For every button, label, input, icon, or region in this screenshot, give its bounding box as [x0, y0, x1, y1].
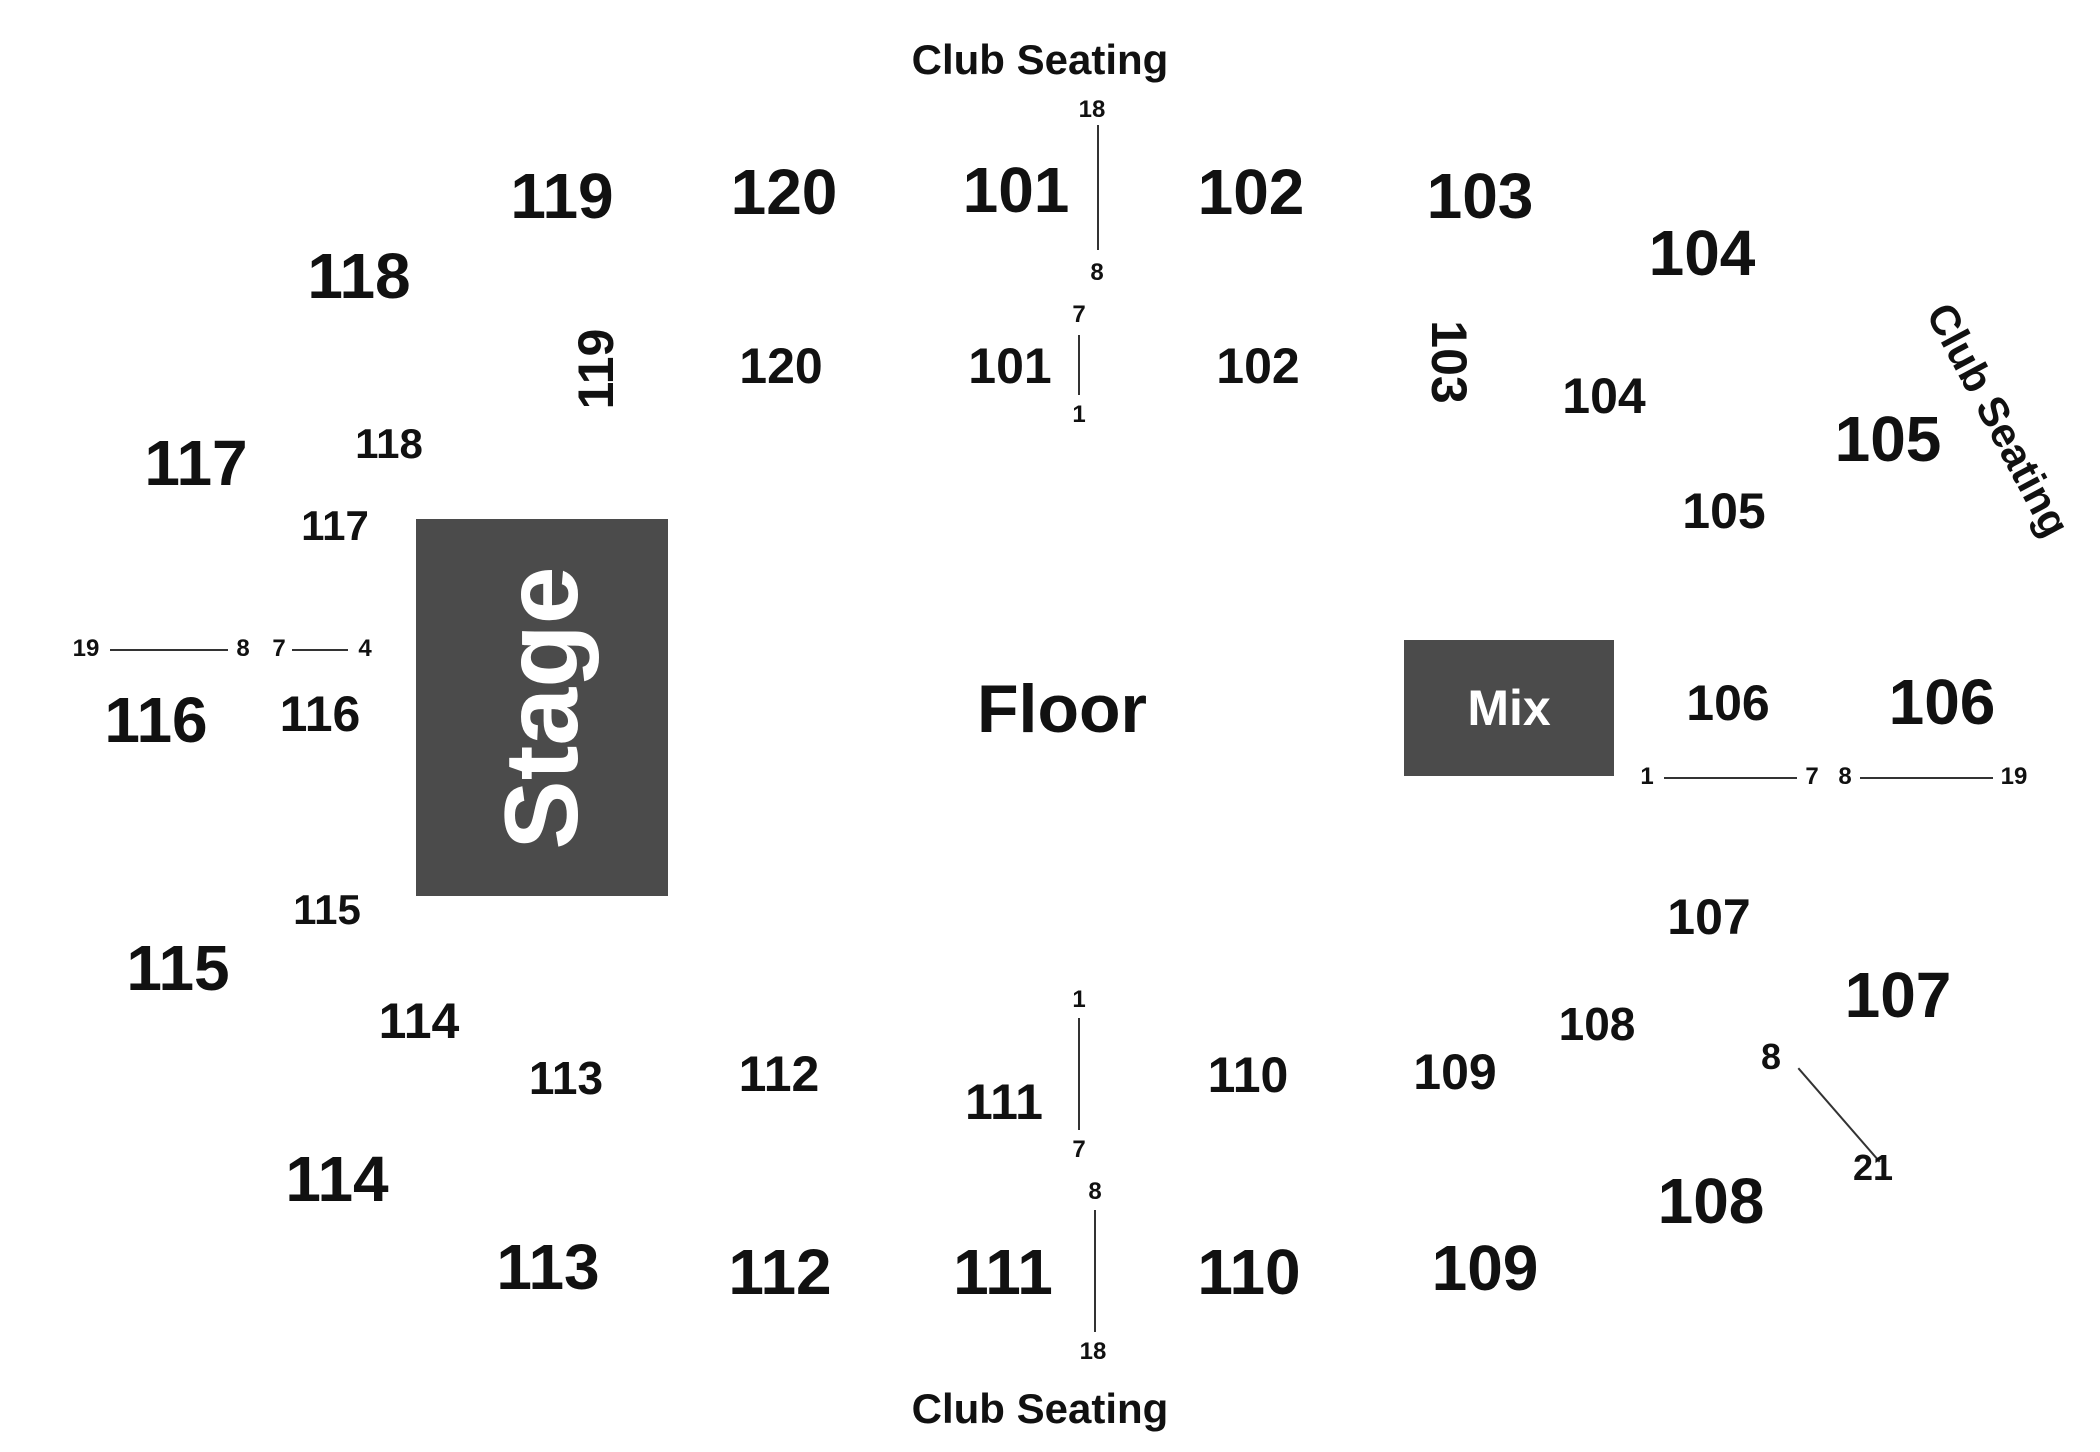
- club-seating-top-label[interactable]: Club Seating: [911, 36, 1169, 83]
- mix-position[interactable]: Mix: [1404, 640, 1614, 776]
- section-106-inner[interactable]: 106: [1686, 675, 1770, 731]
- row-divider-116-inner: [292, 649, 348, 651]
- section-116-outer[interactable]: 116: [104, 684, 208, 756]
- section-110-inner[interactable]: 110: [1207, 1047, 1289, 1103]
- section-107-inner[interactable]: 107: [1667, 889, 1751, 945]
- stage[interactable]: Stage: [416, 519, 668, 896]
- section-119-outer[interactable]: 119: [510, 160, 614, 232]
- section-109-outer[interactable]: 109: [1431, 1232, 1539, 1304]
- section-117-outer[interactable]: 117: [144, 427, 248, 499]
- section-109-inner[interactable]: 109: [1413, 1044, 1497, 1100]
- section-113-inner[interactable]: 113: [528, 1052, 604, 1104]
- stage-label: Stage: [484, 565, 600, 850]
- row-divider-116-outer: [110, 649, 228, 651]
- section-118-inner[interactable]: 118: [355, 420, 423, 467]
- row-marker-108-21: 21: [1852, 1147, 1894, 1188]
- row-marker-111-18: 18: [1079, 1338, 1107, 1365]
- section-108-inner[interactable]: 108: [1558, 998, 1636, 1050]
- section-111-outer[interactable]: 111: [953, 1236, 1053, 1308]
- row-marker-101-7: 7: [1072, 301, 1086, 328]
- club-seating-right-label[interactable]: Club Seating: [1917, 295, 2080, 545]
- section-101-inner[interactable]: 101: [968, 338, 1052, 394]
- section-105-inner[interactable]: 105: [1682, 483, 1766, 539]
- section-112-outer[interactable]: 112: [728, 1236, 832, 1308]
- section-101-outer[interactable]: 101: [962, 154, 1070, 226]
- section-111-inner[interactable]: 111: [965, 1074, 1043, 1130]
- section-112-inner[interactable]: 112: [738, 1046, 820, 1102]
- section-114-inner[interactable]: 114: [378, 993, 460, 1049]
- section-120-outer[interactable]: 120: [730, 156, 838, 228]
- section-114-outer[interactable]: 114: [285, 1143, 389, 1215]
- section-103-inner[interactable]: 103: [1421, 320, 1477, 404]
- row-marker-101-1: 1: [1072, 401, 1086, 428]
- section-104-inner[interactable]: 104: [1562, 368, 1646, 424]
- section-118-outer[interactable]: 118: [307, 240, 411, 312]
- section-103-outer[interactable]: 103: [1426, 160, 1534, 232]
- section-102-outer[interactable]: 102: [1197, 156, 1305, 228]
- floor-label[interactable]: Floor: [977, 671, 1147, 747]
- section-106-outer[interactable]: 106: [1888, 666, 1996, 738]
- row-divider-101-outer: [1097, 125, 1099, 250]
- section-102-inner[interactable]: 102: [1216, 338, 1300, 394]
- row-marker-111-7: 7: [1072, 1136, 1086, 1163]
- section-105-outer[interactable]: 105: [1834, 403, 1942, 475]
- section-104-outer[interactable]: 104: [1648, 217, 1756, 289]
- row-marker-101-8: 8: [1090, 259, 1104, 286]
- row-marker-111-1: 1: [1072, 986, 1086, 1013]
- club-seating-bottom-label[interactable]: Club Seating: [911, 1385, 1169, 1432]
- row-marker-116-8: 8: [236, 635, 250, 662]
- section-119-inner[interactable]: 119: [568, 328, 624, 410]
- section-120-inner[interactable]: 120: [739, 338, 823, 394]
- section-116-inner[interactable]: 116: [279, 686, 361, 742]
- row-marker-111-8: 8: [1088, 1178, 1102, 1205]
- row-divider-111-inner: [1078, 1018, 1080, 1130]
- section-110-outer[interactable]: 110: [1197, 1236, 1301, 1308]
- mix-label: Mix: [1467, 680, 1551, 736]
- row-marker-116-19: 19: [72, 635, 100, 662]
- section-115-outer[interactable]: 115: [126, 932, 230, 1004]
- row-marker-106-1: 1: [1640, 763, 1654, 790]
- section-108-outer[interactable]: 108: [1657, 1165, 1765, 1237]
- row-marker-106-7: 7: [1805, 763, 1819, 790]
- row-marker-116-7: 7: [272, 635, 286, 662]
- row-marker-106-8: 8: [1838, 763, 1852, 790]
- row-divider-106-inner: [1664, 777, 1797, 779]
- row-divider-111-outer: [1094, 1210, 1096, 1332]
- section-107-outer[interactable]: 107: [1844, 959, 1952, 1031]
- row-marker-101-18: 18: [1078, 96, 1106, 123]
- row-divider-101-inner: [1078, 335, 1080, 395]
- row-marker-106-19: 19: [2000, 763, 2028, 790]
- row-marker-108-8: 8: [1760, 1036, 1782, 1077]
- row-marker-116-4: 4: [358, 635, 372, 662]
- section-117-inner[interactable]: 117: [301, 502, 369, 549]
- row-divider-106-outer: [1860, 777, 1993, 779]
- section-113-outer[interactable]: 113: [496, 1231, 600, 1303]
- section-115-inner[interactable]: 115: [293, 886, 361, 933]
